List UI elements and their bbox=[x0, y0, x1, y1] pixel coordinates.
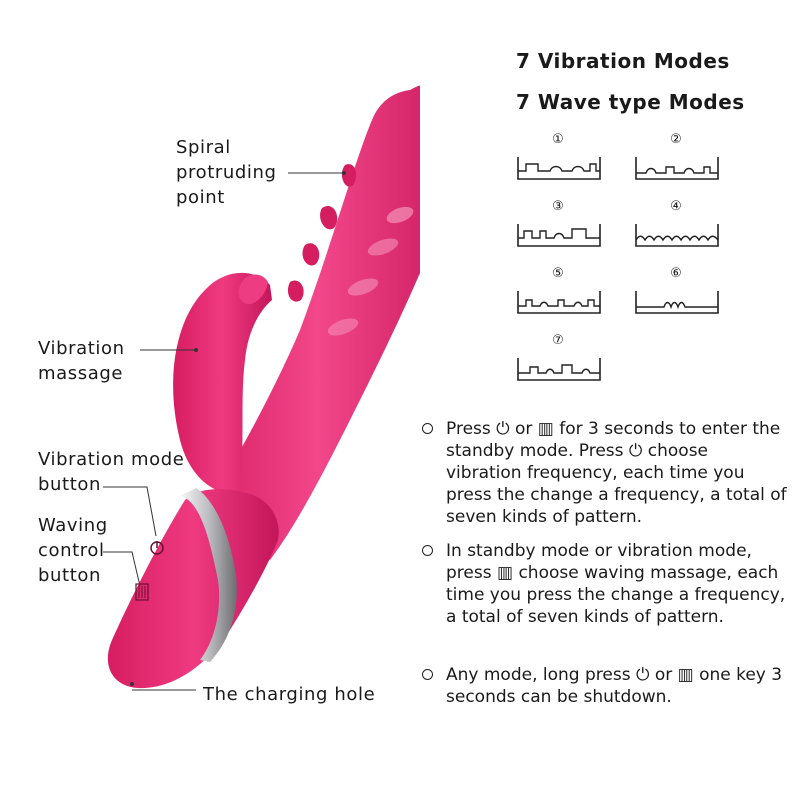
label-charging-hole: The charging hole bbox=[203, 684, 376, 705]
wave-pattern-number: ② bbox=[670, 132, 682, 147]
wave-pattern-number: ⑥ bbox=[670, 266, 682, 281]
product-handle bbox=[107, 489, 279, 689]
power-icon bbox=[150, 541, 164, 555]
wave-pattern-number: ① bbox=[552, 132, 564, 147]
wave-pattern-4: ④ bbox=[634, 200, 724, 252]
wave-pattern-number: ④ bbox=[670, 199, 682, 214]
title-wave-modes: 7 Wave type Modes bbox=[516, 90, 745, 114]
wave-pattern-4-icon bbox=[635, 224, 719, 247]
wave-pattern-7-icon bbox=[517, 358, 601, 381]
product-shaft bbox=[200, 85, 420, 560]
wave-icon bbox=[135, 583, 149, 601]
wave-pattern-2-icon bbox=[635, 157, 719, 180]
spiral-protrusion bbox=[287, 280, 304, 302]
label-vibration-massage: Vibration massage bbox=[38, 338, 125, 384]
wave-pattern-5-icon bbox=[517, 291, 601, 314]
wave-pattern-6: ⑥ bbox=[634, 267, 724, 319]
instruction-item: Any mode, long press ⏻ or ▥ one key 3 se… bbox=[422, 664, 787, 708]
label-vibration-mode-button: Vibration mode button bbox=[38, 449, 185, 495]
bullet-circle-icon bbox=[422, 669, 433, 680]
instruction-item: Press ⏻ or ▥ for 3 seconds to enter the … bbox=[422, 418, 787, 528]
bullet-circle-icon bbox=[422, 423, 433, 434]
leader-lines bbox=[103, 172, 344, 691]
bullet-circle-icon bbox=[422, 545, 433, 556]
wave-pattern-1: ① bbox=[516, 133, 606, 185]
instruction-text: Press ⏻ or ▥ for 3 seconds to enter the … bbox=[446, 419, 787, 527]
wave-pattern-1-icon bbox=[517, 157, 601, 180]
label-spiral-protruding-point: Spiral protruding point bbox=[176, 137, 277, 208]
spiral-protrusion bbox=[341, 164, 357, 187]
instruction-item: In standby mode or vibration mode, press… bbox=[422, 540, 787, 628]
product-illustration bbox=[103, 85, 420, 691]
wave-pattern-number: ⑤ bbox=[552, 266, 564, 281]
instruction-text: Any mode, long press ⏻ or ▥ one key 3 se… bbox=[446, 665, 783, 707]
wave-pattern-5: ⑤ bbox=[516, 267, 606, 319]
label-waving-control-button: Waving control button bbox=[38, 515, 108, 586]
spiral-protrusion bbox=[302, 243, 320, 266]
wave-pattern-3: ③ bbox=[516, 200, 606, 252]
wave-pattern-3-icon bbox=[517, 224, 601, 247]
wave-pattern-number: ⑦ bbox=[552, 333, 564, 348]
instruction-text: In standby mode or vibration mode, press… bbox=[446, 541, 786, 627]
spiral-protrusion bbox=[320, 206, 338, 230]
wave-pattern-6-icon bbox=[635, 291, 719, 314]
silver-band bbox=[180, 488, 237, 662]
wave-pattern-7: ⑦ bbox=[516, 334, 606, 386]
wave-pattern-number: ③ bbox=[552, 199, 564, 214]
wave-pattern-2: ② bbox=[634, 133, 724, 185]
title-vibration-modes: 7 Vibration Modes bbox=[516, 49, 730, 73]
clitoral-arm bbox=[173, 272, 272, 493]
